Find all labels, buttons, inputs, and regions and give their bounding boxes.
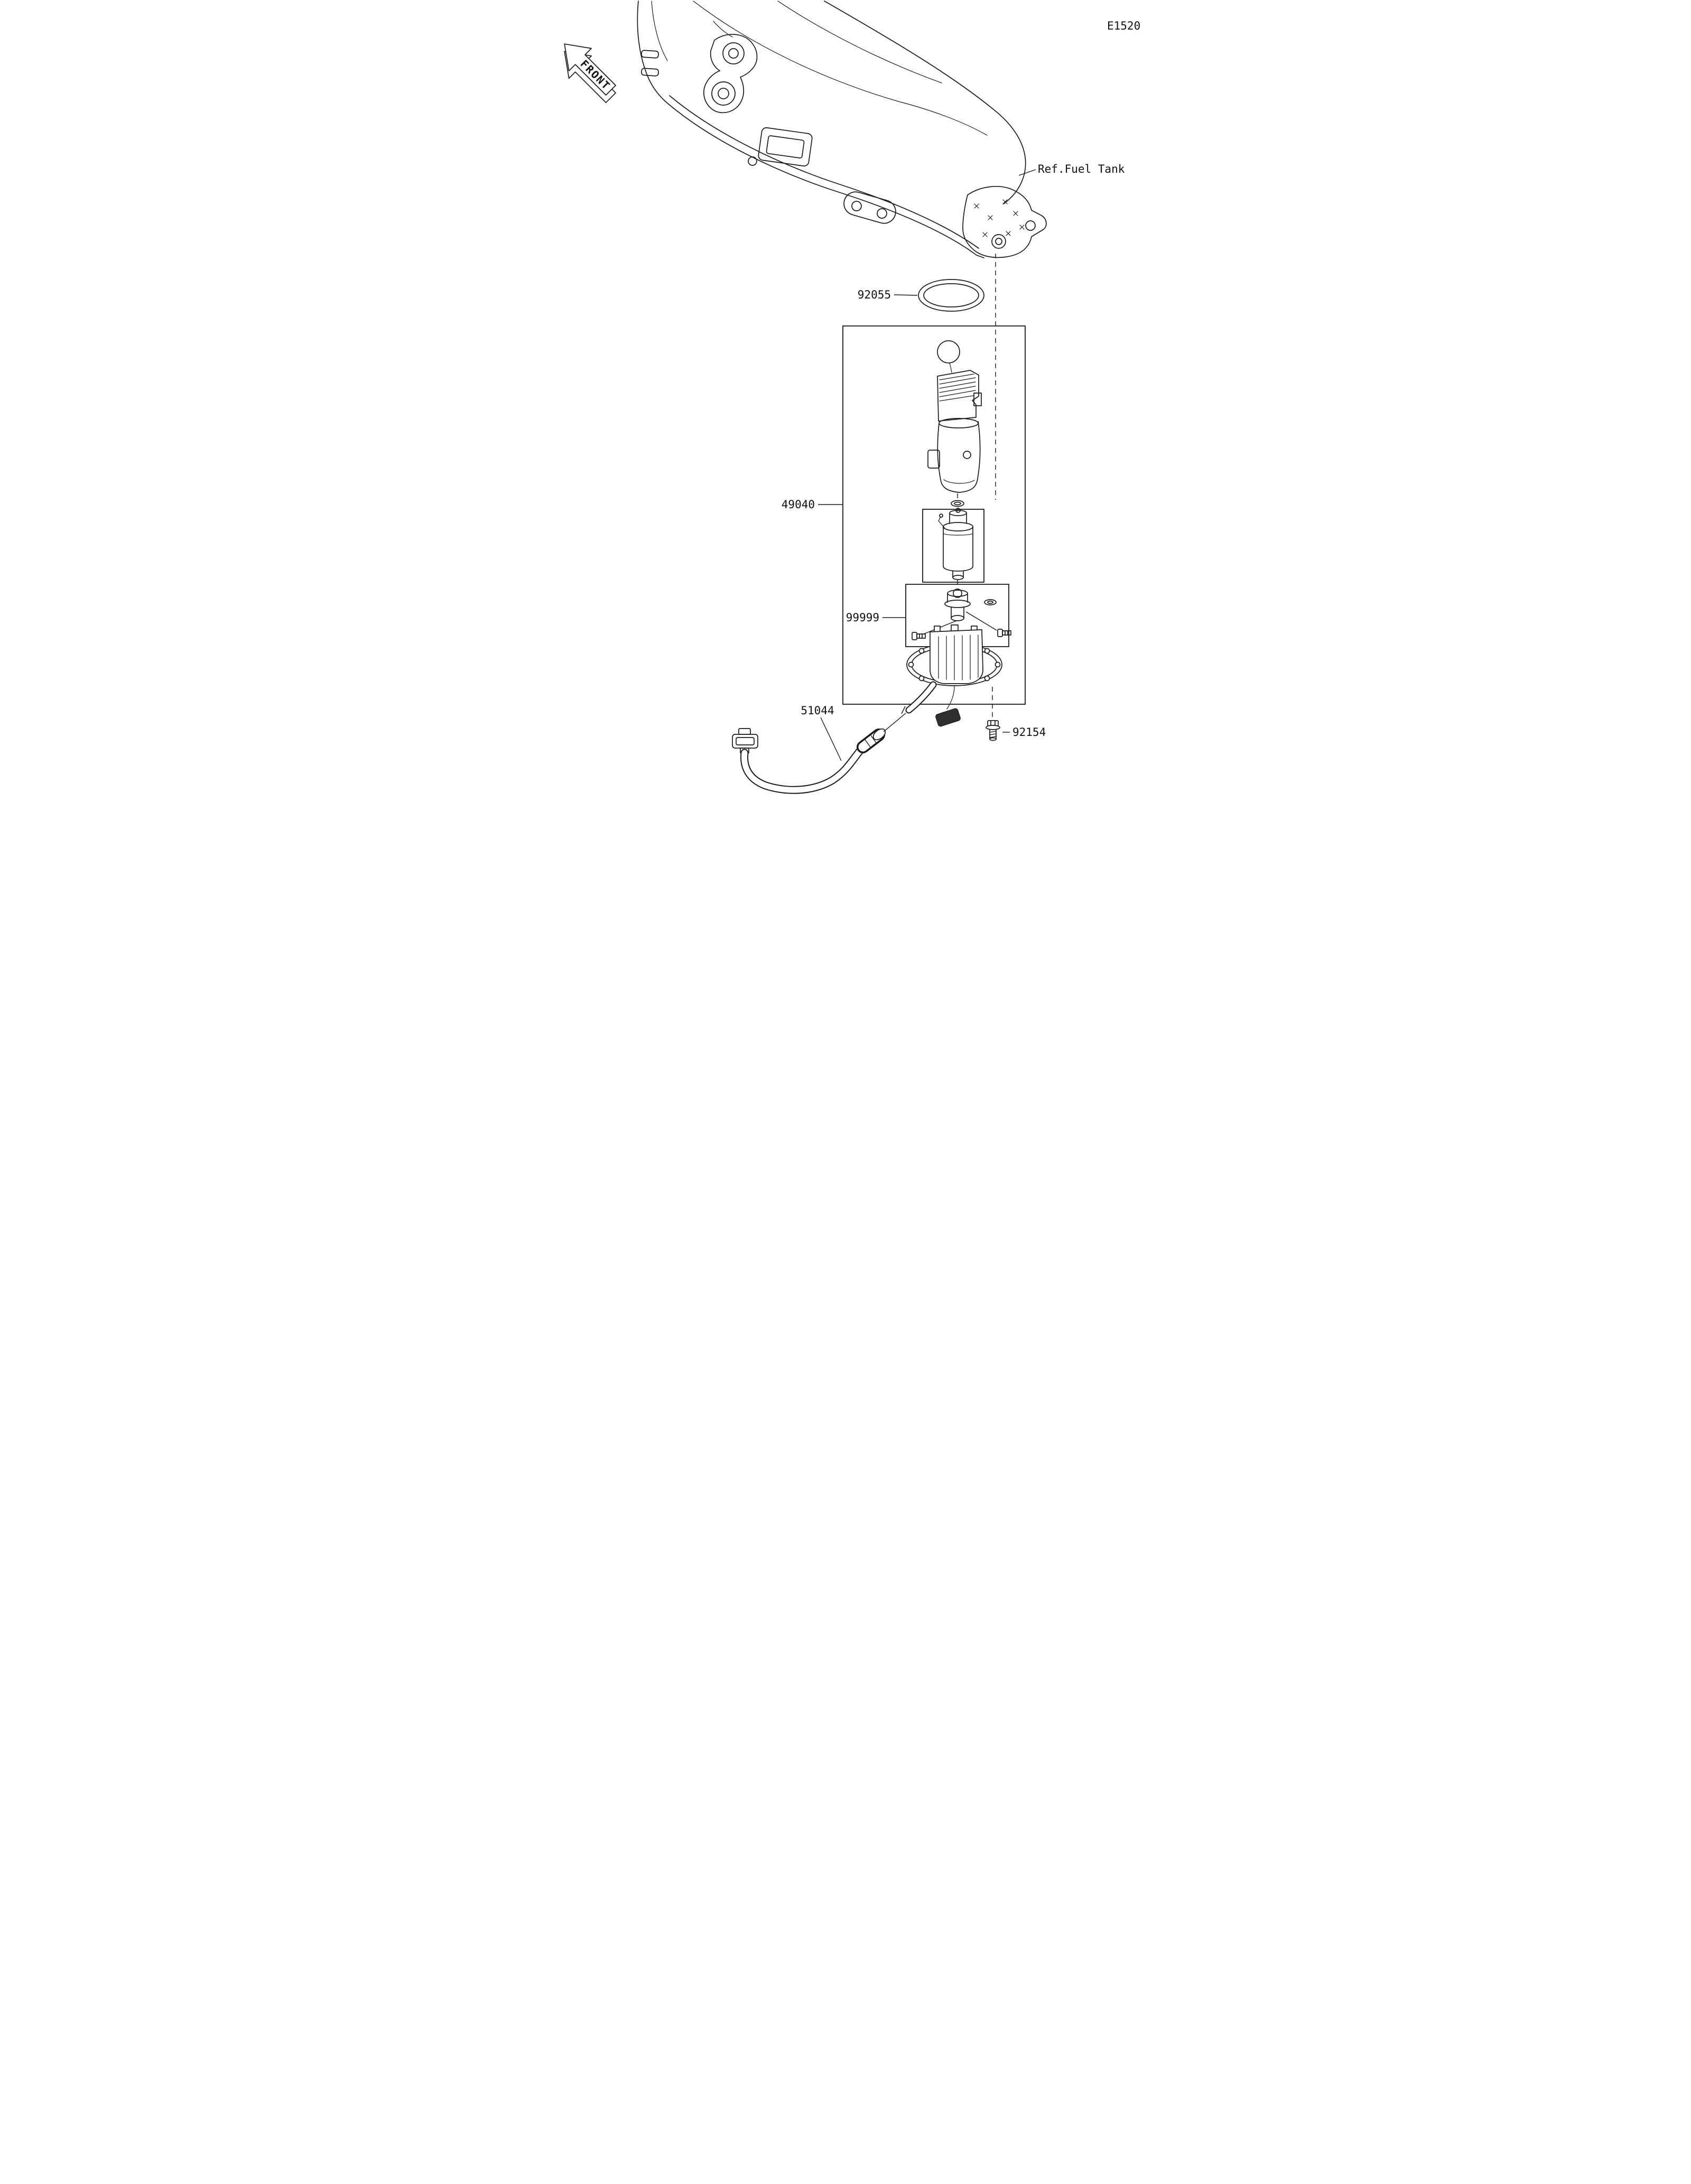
tank-data-plate — [758, 127, 813, 167]
parts-diagram-page: E1520 FRONT — [528, 0, 1163, 819]
small-oring-drawing — [951, 500, 964, 507]
front-arrow: FRONT — [564, 43, 616, 104]
screw-right-drawing — [997, 629, 1011, 637]
pressure-regulator-drawing — [944, 589, 971, 621]
front-arrow-body — [564, 43, 616, 96]
callout-51044: 51044 — [801, 704, 834, 717]
hose-to-pump-leader — [883, 713, 906, 732]
electrical-connector-drawing — [935, 685, 961, 727]
diagram-canvas: E1520 FRONT — [564, 1, 1140, 794]
reservoir-body-drawing — [927, 418, 981, 493]
diagram-code: E1520 — [1107, 20, 1140, 32]
bolt-92154-drawing — [986, 720, 1000, 741]
pump-holder-drawing — [930, 624, 983, 684]
ref-fuel-tank-label: Ref.Fuel Tank — [1038, 163, 1125, 175]
fuel-tank-drawing — [637, 1, 1047, 258]
callout-92154: 92154 — [1012, 726, 1046, 739]
tank-pump-mount-bracket — [962, 186, 1047, 258]
washer-drawing — [984, 599, 997, 605]
screw-left-drawing — [912, 632, 926, 640]
bracket-x-marks — [974, 199, 1025, 237]
tank-front-pins — [641, 50, 659, 77]
callout-51044-leader — [820, 717, 842, 761]
plate-bolt-holes — [908, 648, 1001, 682]
callout-49040: 49040 — [782, 498, 815, 511]
fuel-level-float-drawing — [937, 340, 960, 373]
pump-motor-drawing — [938, 508, 973, 580]
plate-hose-stub-drawing — [901, 681, 937, 714]
pump-motor-box — [922, 509, 984, 583]
ref-fuel-tank-leader — [1018, 169, 1036, 176]
tank-hole — [748, 156, 757, 166]
oring-92055-drawing — [918, 279, 984, 312]
fuel-hose-51044-drawing — [732, 728, 886, 794]
tank-center-bracket — [843, 191, 896, 224]
assembly-box-49040 — [842, 325, 1026, 705]
callout-92055: 92055 — [858, 288, 891, 301]
callout-99999: 99999 — [846, 611, 879, 624]
tank-hinge-bracket — [703, 34, 758, 114]
subassembly-leader-right — [965, 611, 997, 631]
sender-bracket-drawing — [937, 370, 982, 422]
